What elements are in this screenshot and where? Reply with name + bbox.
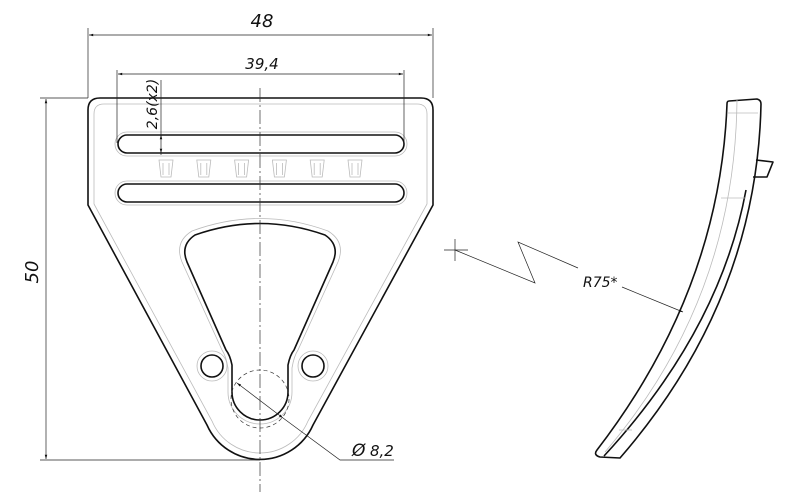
body-outline bbox=[87, 97, 434, 461]
side-tab bbox=[753, 159, 774, 178]
tooth bbox=[158, 159, 174, 178]
left-small-hole bbox=[200, 354, 224, 378]
dimension-diameter-label: 8,2 bbox=[370, 442, 394, 460]
side-view: R75* bbox=[444, 98, 774, 459]
side-profile-inner-edge bbox=[603, 189, 747, 457]
center-cutout-ghost bbox=[179, 218, 341, 425]
right-small-hole-ghost bbox=[297, 350, 329, 382]
right-small-hole bbox=[301, 354, 325, 378]
lower-slot bbox=[117, 183, 405, 203]
side-profile-ghost-edge bbox=[604, 99, 738, 453]
left-small-hole-ghost bbox=[196, 350, 228, 382]
body-outline-ghost bbox=[93, 103, 428, 454]
diameter-symbol: Ø bbox=[351, 441, 366, 461]
teeth-row bbox=[158, 159, 363, 178]
radius-break-line bbox=[454, 241, 579, 284]
dimension-radius-label: R75* bbox=[583, 275, 618, 291]
center-cutout bbox=[184, 222, 336, 421]
dimension-width-label: 48 bbox=[251, 11, 274, 32]
diameter-dimension-line bbox=[236, 382, 284, 419]
side-profile-outline bbox=[594, 98, 762, 459]
dimension-slot-length-label: 39,4 bbox=[245, 55, 278, 73]
front-view: 48 39,4 2,6(x2) 50 Ø 8,2 bbox=[22, 11, 434, 492]
tooth bbox=[347, 159, 363, 178]
lower-slot-ghost bbox=[114, 180, 408, 206]
diameter-leader bbox=[282, 417, 394, 461]
tooth bbox=[234, 159, 250, 178]
tooth bbox=[309, 159, 325, 178]
radius-leader-arrow bbox=[621, 286, 684, 313]
upper-slot-ghost bbox=[114, 131, 408, 157]
tooth bbox=[271, 159, 287, 178]
upper-slot bbox=[117, 134, 405, 154]
dimension-height-label: 50 bbox=[22, 261, 43, 284]
dimension-slot-width-label: 2,6(x2) bbox=[145, 79, 161, 129]
tooth bbox=[196, 159, 212, 178]
